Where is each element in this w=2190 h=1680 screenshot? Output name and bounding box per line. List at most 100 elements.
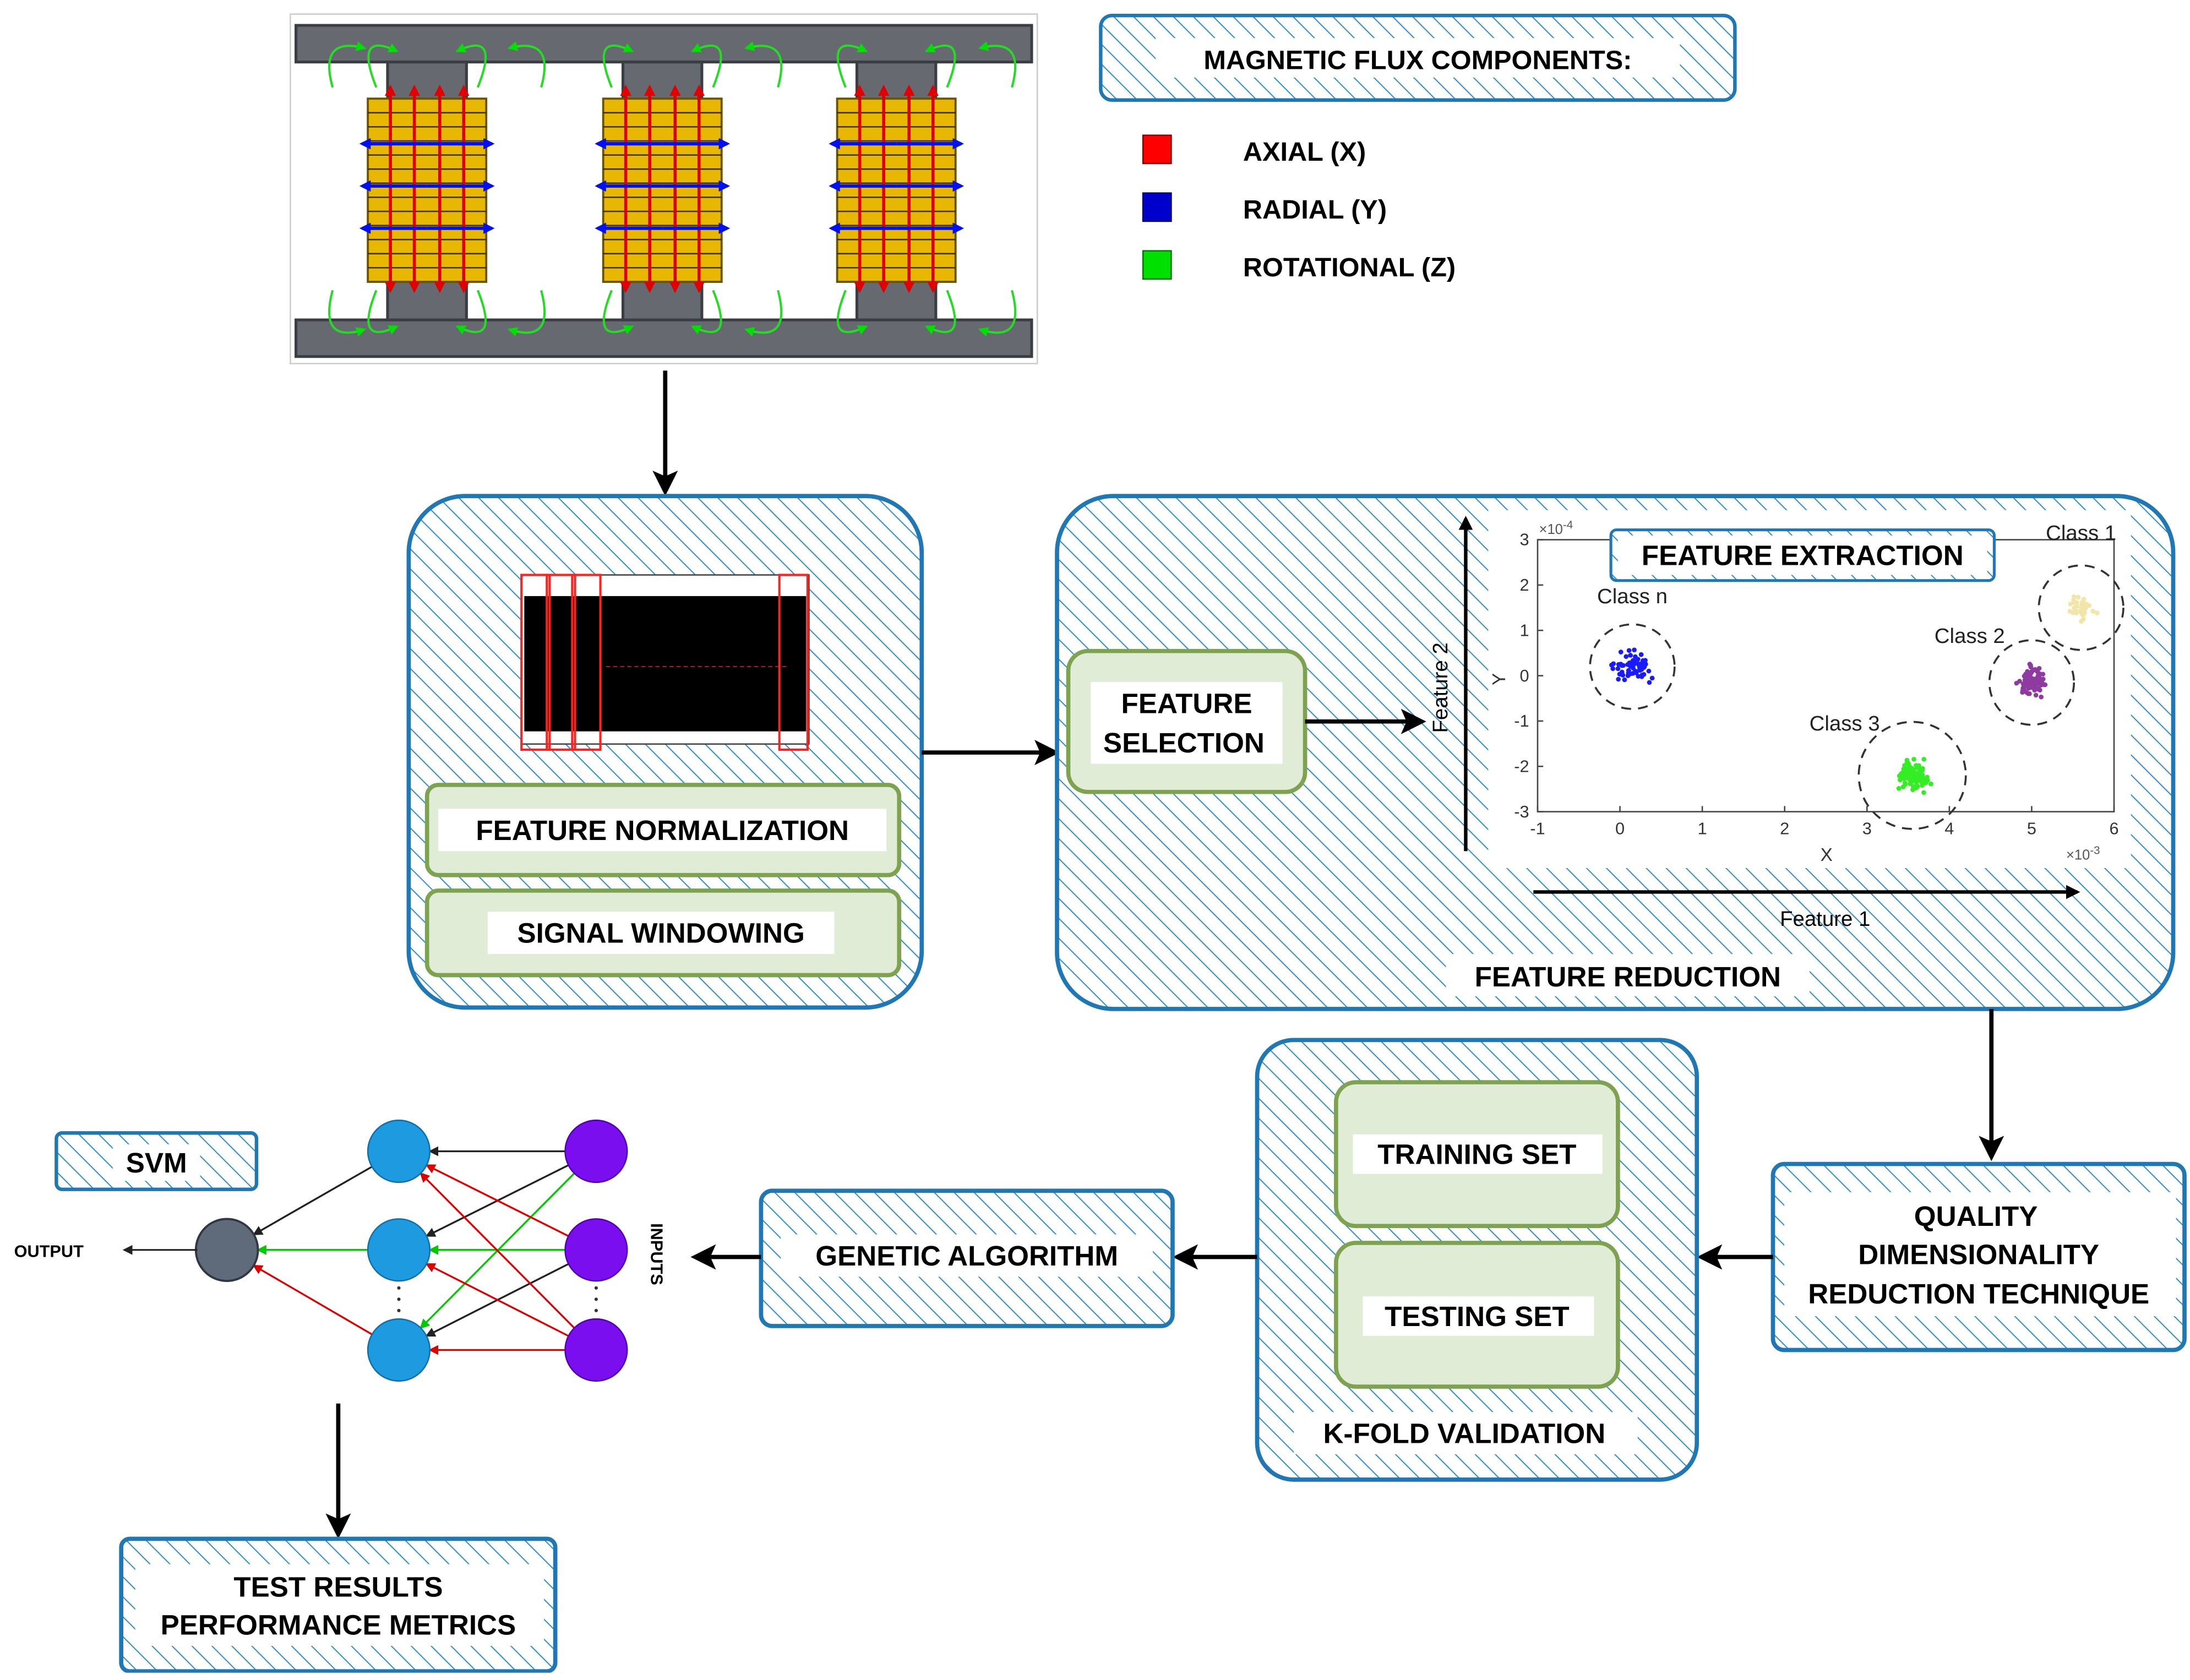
feature-extraction-label: FEATURE EXTRACTION bbox=[1642, 540, 1964, 571]
signal-waveform bbox=[524, 596, 807, 732]
rotational-swatch bbox=[1142, 250, 1172, 280]
feature-selection-label-2: SELECTION bbox=[1103, 727, 1265, 759]
rotational-flux-arc bbox=[507, 41, 546, 88]
scatter-point bbox=[1906, 776, 1912, 782]
nn-edge bbox=[252, 1264, 373, 1335]
scatter-point bbox=[1619, 672, 1624, 677]
winding-coil bbox=[836, 97, 957, 283]
feature-reduction-label: FEATURE REDUCTION bbox=[1475, 961, 1781, 992]
scatter-point bbox=[1643, 662, 1648, 667]
rotational-flux-arc bbox=[328, 41, 367, 88]
output-node bbox=[194, 1218, 259, 1282]
results-line-1: TEST RESULTS bbox=[233, 1571, 443, 1602]
preprocessing-block: FEATURE NORMALIZATION SIGNAL WINDOWING bbox=[406, 494, 924, 1010]
y-tick-label: -3 bbox=[1514, 802, 1529, 821]
scatter-point bbox=[1610, 666, 1616, 672]
input-node bbox=[564, 1119, 628, 1183]
ellipsis-dot bbox=[594, 1308, 598, 1312]
x-tick-label: -1 bbox=[1530, 819, 1545, 838]
axial-swatch bbox=[1142, 134, 1172, 165]
scatter-point bbox=[1609, 662, 1614, 668]
scatter-point bbox=[1616, 662, 1621, 667]
inputs-label: INPUTS bbox=[647, 1223, 667, 1285]
scatter-point bbox=[1896, 786, 1902, 791]
scatter-point bbox=[1626, 668, 1631, 673]
scatter-point bbox=[1917, 768, 1922, 773]
ellipsis-dot bbox=[594, 1297, 598, 1301]
scatter-point bbox=[1630, 671, 1635, 676]
input-node bbox=[564, 1318, 628, 1382]
cluster-label: Class 2 bbox=[1935, 624, 2005, 648]
scatter-point bbox=[1615, 666, 1621, 672]
rotational-flux-arc bbox=[978, 290, 1017, 337]
y-tick-label: 3 bbox=[1520, 530, 1529, 549]
scatter-x-label: X bbox=[1821, 845, 1833, 865]
core-top-yoke bbox=[295, 24, 1033, 64]
scatter-point bbox=[1626, 648, 1632, 653]
scatter-point bbox=[2090, 608, 2096, 614]
scatter-point bbox=[1624, 654, 1629, 659]
scatter-point bbox=[2074, 604, 2080, 609]
scatter-point bbox=[2029, 670, 2034, 675]
scatter-point bbox=[1903, 780, 1908, 786]
genetic-algorithm-block: GENETIC ALGORITHM bbox=[759, 1188, 1175, 1328]
feature2-axis-label: Feature 2 bbox=[1429, 642, 1452, 733]
y-tick-label: 2 bbox=[1520, 575, 1529, 594]
scatter-point bbox=[1639, 674, 1644, 679]
legend-radial-label: RADIAL (Y) bbox=[1243, 195, 1387, 225]
rotational-flux-arc bbox=[455, 43, 487, 88]
signal-windowing-label: SIGNAL WINDOWING bbox=[517, 918, 804, 949]
hidden-node bbox=[367, 1218, 431, 1282]
scatter-point bbox=[1917, 777, 1922, 782]
quality-line-1: QUALITY bbox=[1914, 1201, 2038, 1232]
rotational-flux-arc bbox=[367, 43, 399, 88]
rotational-flux-arc bbox=[690, 43, 722, 88]
scatter-point bbox=[2071, 594, 2077, 599]
scatter-point bbox=[1914, 783, 1919, 789]
cluster-boundary bbox=[1857, 721, 1967, 830]
window-frame-2 bbox=[546, 574, 576, 751]
nn-edge bbox=[252, 1166, 373, 1236]
scatter-point bbox=[2087, 603, 2092, 608]
input-node bbox=[564, 1218, 628, 1282]
feature-selection-label-1: FEATURE bbox=[1121, 688, 1252, 719]
x-tick-label: 6 bbox=[2109, 819, 2118, 838]
rotational-flux-arc bbox=[602, 43, 634, 88]
results-line-2: PERFORMANCE METRICS bbox=[161, 1610, 516, 1641]
scatter-point bbox=[2039, 694, 2044, 700]
scatter-point bbox=[1910, 787, 1915, 792]
rotational-flux-arc bbox=[328, 290, 367, 337]
scatter-point bbox=[2040, 672, 2046, 677]
scatter-point bbox=[2025, 675, 2030, 680]
x-tick-label: 3 bbox=[1862, 819, 1872, 838]
genetic-algorithm-label: GENETIC ALGORITHM bbox=[815, 1240, 1118, 1272]
window-frame-n bbox=[778, 574, 809, 751]
scatter-point bbox=[2074, 600, 2079, 606]
window-frame-3 bbox=[571, 574, 602, 751]
scatter-point bbox=[1921, 790, 1926, 795]
scatter-point bbox=[1907, 781, 1913, 786]
rotational-flux-arc bbox=[455, 290, 487, 335]
scatter-point bbox=[2036, 666, 2042, 671]
scatter-point bbox=[1910, 768, 1916, 773]
signal-plot bbox=[520, 574, 810, 751]
rotational-flux-arc bbox=[602, 290, 634, 335]
scatter-point bbox=[1625, 673, 1631, 678]
output-label: OUTPUT bbox=[14, 1242, 84, 1261]
scatter-point bbox=[1906, 763, 1912, 769]
scatter-point bbox=[1900, 784, 1906, 789]
quality-line-3: REDUCTION TECHNIQUE bbox=[1808, 1278, 2149, 1310]
rotational-flux-arc bbox=[744, 41, 783, 88]
rotational-flux-arc bbox=[507, 290, 546, 337]
scatter-point bbox=[2075, 594, 2081, 600]
core-bottom-yoke bbox=[295, 318, 1033, 358]
results-block: TEST RESULTS PERFORMANCE METRICS bbox=[119, 1536, 558, 1673]
scatter-point bbox=[1638, 652, 1644, 657]
scatter-point bbox=[1636, 674, 1641, 679]
cluster-label: Class n bbox=[1597, 585, 1668, 608]
svm-label: SVM bbox=[126, 1147, 187, 1179]
legend-title: MAGNETIC FLUX COMPONENTS: bbox=[1203, 45, 1632, 75]
ellipsis-dot bbox=[397, 1308, 401, 1312]
hidden-node bbox=[367, 1119, 431, 1183]
rotational-flux-arc bbox=[744, 290, 783, 337]
